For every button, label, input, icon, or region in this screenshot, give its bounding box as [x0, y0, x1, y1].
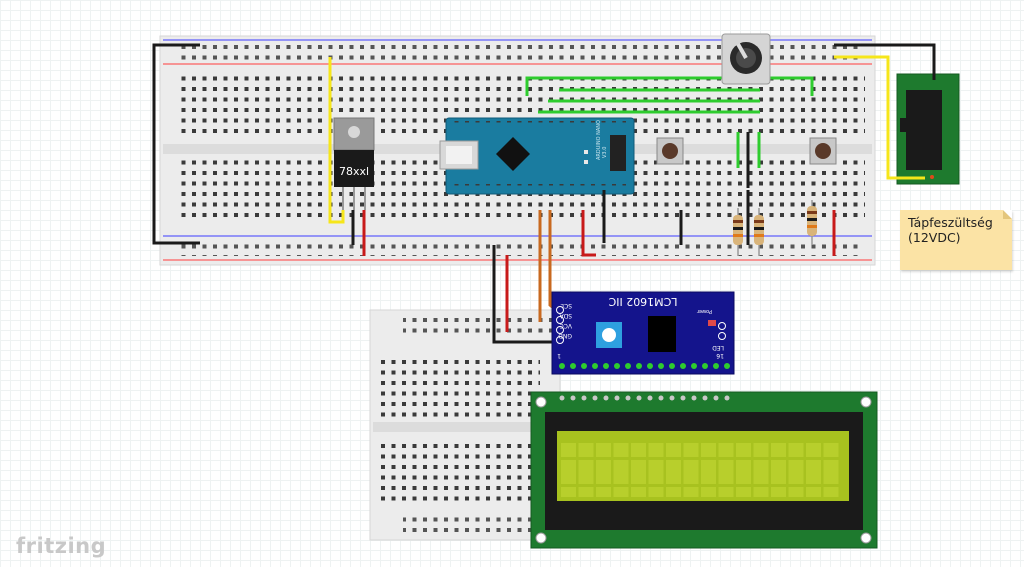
- i2c-pin-sda: SDA: [559, 312, 572, 319]
- resistor-3[interactable]: [807, 200, 817, 245]
- power-note-line2: (12VDC): [908, 230, 961, 245]
- dc-power-jack[interactable]: [896, 73, 960, 185]
- power-note-line1: Tápfeszültség: [908, 215, 993, 230]
- arduino-5v-wire[interactable]: [581, 210, 596, 257]
- resistor-1[interactable]: [733, 208, 743, 256]
- power-rail-wires[interactable]: [152, 43, 200, 245]
- resistor-2[interactable]: [754, 208, 764, 256]
- i2c-pin-vcc: VCC: [560, 322, 572, 329]
- jack-vin-wire[interactable]: [834, 55, 925, 180]
- button-signal-wires[interactable]: [525, 76, 814, 188]
- i2c-title: LCM1602 IIC: [608, 295, 677, 308]
- i2c-pin-scl: SCL: [560, 302, 572, 309]
- i2c-pin1-label: 1: [557, 352, 561, 359]
- voltage-regulator[interactable]: 78xxl: [333, 117, 375, 210]
- arduino-name: ARDUINO NANO: [596, 120, 602, 160]
- potentiometer[interactable]: [721, 33, 771, 85]
- lcd-1602[interactable]: [530, 391, 878, 549]
- i2c-led-label: LED: [712, 344, 724, 351]
- push-button-right[interactable]: [809, 137, 837, 165]
- arduino-nano[interactable]: ARDUINO NANO V3.0: [439, 117, 635, 195]
- lcd-breadboard: [369, 309, 561, 541]
- fritzing-logo: fritzing: [16, 534, 107, 558]
- i2c-backpack[interactable]: LCM1602 IIC Power LED 16 1 SCL SDA VCC G…: [551, 291, 735, 375]
- regulator-input-wire[interactable]: [328, 57, 345, 224]
- i2c-gnd-wire[interactable]: [492, 245, 556, 344]
- power-supply-note: Tápfeszültség (12VDC): [900, 210, 1012, 270]
- jack-gnd-wire[interactable]: [834, 43, 936, 80]
- i2c-pin16-label: 16: [716, 352, 724, 359]
- i2c-pin-gnd: GND: [558, 332, 572, 339]
- regulator-label: 78xxl: [339, 165, 369, 178]
- push-button-left[interactable]: [656, 137, 684, 165]
- i2c-power-label: Power: [696, 308, 712, 314]
- arduino-version: V3.0: [602, 147, 608, 158]
